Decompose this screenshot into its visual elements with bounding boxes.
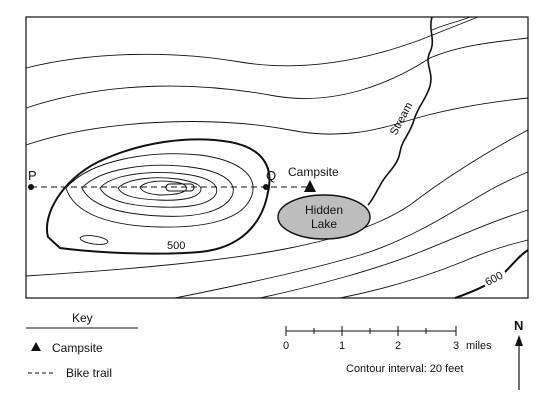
key-bike-trail-label: Bike trail xyxy=(66,366,112,380)
key-title: Key xyxy=(72,311,93,325)
scale-tick-0: 0 xyxy=(283,340,289,352)
stream-line xyxy=(367,16,434,206)
lake-label-line1: Hidden xyxy=(305,203,343,217)
contour-line xyxy=(117,177,202,201)
contour-line xyxy=(99,172,218,208)
contour-line xyxy=(139,180,187,196)
point-q-label: Q xyxy=(266,168,276,183)
contour-line xyxy=(25,16,479,69)
contour-line xyxy=(25,97,529,146)
key-campsite-symbol xyxy=(31,342,41,351)
scale-bar xyxy=(285,326,457,336)
campsite-marker xyxy=(304,180,316,192)
contour-interval-note: Contour interval: 20 feet xyxy=(346,363,463,375)
scale-tick-1: 1 xyxy=(339,340,345,352)
contour-label-500: 500 xyxy=(167,240,185,252)
index-contour-500 xyxy=(46,138,271,255)
point-p-marker xyxy=(28,184,34,190)
lake-label-line2: Lake xyxy=(311,217,337,231)
hidden-lake xyxy=(277,194,371,240)
contour-line xyxy=(65,153,254,228)
scale-unit: miles xyxy=(466,340,492,352)
index-contour-600 xyxy=(454,249,529,299)
north-arrow-icon xyxy=(515,335,523,346)
contour-line xyxy=(81,164,234,217)
point-q-marker xyxy=(263,184,269,190)
contour-line xyxy=(25,37,529,109)
point-p-label: P xyxy=(28,168,37,183)
contour-label-bg xyxy=(480,265,508,289)
contour-label-bg xyxy=(166,238,190,251)
depression-contour xyxy=(79,235,109,245)
scale-tick-3: 3 xyxy=(453,340,459,352)
map-frame xyxy=(25,16,529,299)
key-campsite-label: Campsite xyxy=(52,341,103,355)
stream-branch-contour xyxy=(431,16,471,31)
north-label: N xyxy=(514,318,523,333)
contour-line xyxy=(259,209,529,299)
contour-line xyxy=(174,171,529,299)
campsite-label: Campsite xyxy=(288,165,339,179)
scale-tick-2: 2 xyxy=(395,340,401,352)
contour-line xyxy=(339,239,529,299)
